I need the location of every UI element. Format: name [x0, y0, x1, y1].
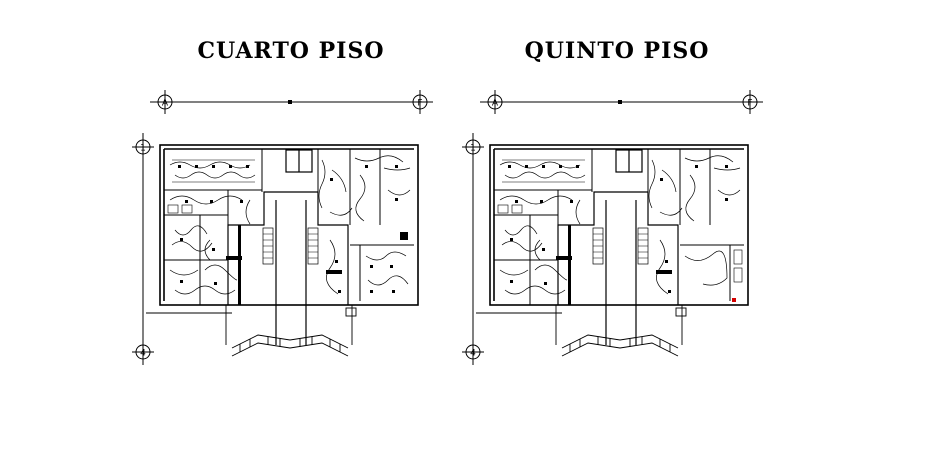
floor-plan-cuarto-piso: A F 1 4: [132, 90, 433, 365]
floor-plan-quinto-piso: A F 1 4: [462, 90, 763, 365]
light-fixtures: [497, 165, 743, 293]
svg-text:1: 1: [470, 144, 476, 154]
svg-text:F: F: [747, 99, 752, 109]
grid-bubble-top-right: F: [412, 90, 428, 114]
svg-text:4: 4: [470, 349, 476, 359]
light-fixtures: [167, 165, 408, 293]
grid-bubble-side-bottom: 4: [132, 344, 154, 360]
columns: [556, 225, 672, 305]
grid-bubble-side-top: 1: [462, 139, 484, 155]
red-marker: [732, 298, 736, 302]
grid-bubble-top-left: A: [487, 90, 503, 114]
stair-core: [557, 149, 679, 345]
electrical-wiring: [499, 155, 741, 295]
svg-text:1: 1: [140, 144, 146, 154]
stair-core: [227, 149, 349, 345]
grid-bubble-top-right: F: [742, 90, 758, 114]
grid-bubble-side-top: 1: [132, 139, 154, 155]
top-grid-line: [150, 100, 433, 104]
plan-title-quinto-piso: QUINTO PISO: [524, 38, 710, 64]
entrance-canopy: [225, 305, 357, 357]
building-outline: [159, 144, 419, 306]
plan-title-cuarto-piso: CUARTO PISO: [197, 38, 385, 64]
columns: [226, 225, 342, 305]
electrical-wiring: [169, 155, 411, 295]
top-grid-line: [480, 100, 763, 104]
svg-text:4: 4: [140, 349, 146, 359]
interior-walls: [164, 149, 414, 305]
grid-bubble-top-left: A: [157, 90, 173, 114]
building-outline: [489, 144, 749, 306]
entrance-canopy: [555, 305, 687, 357]
grid-bubble-side-bottom: 4: [462, 344, 484, 360]
svg-text:A: A: [162, 99, 169, 109]
interior-walls: [494, 149, 744, 305]
svg-text:A: A: [492, 99, 499, 109]
svg-text:F: F: [417, 99, 422, 109]
